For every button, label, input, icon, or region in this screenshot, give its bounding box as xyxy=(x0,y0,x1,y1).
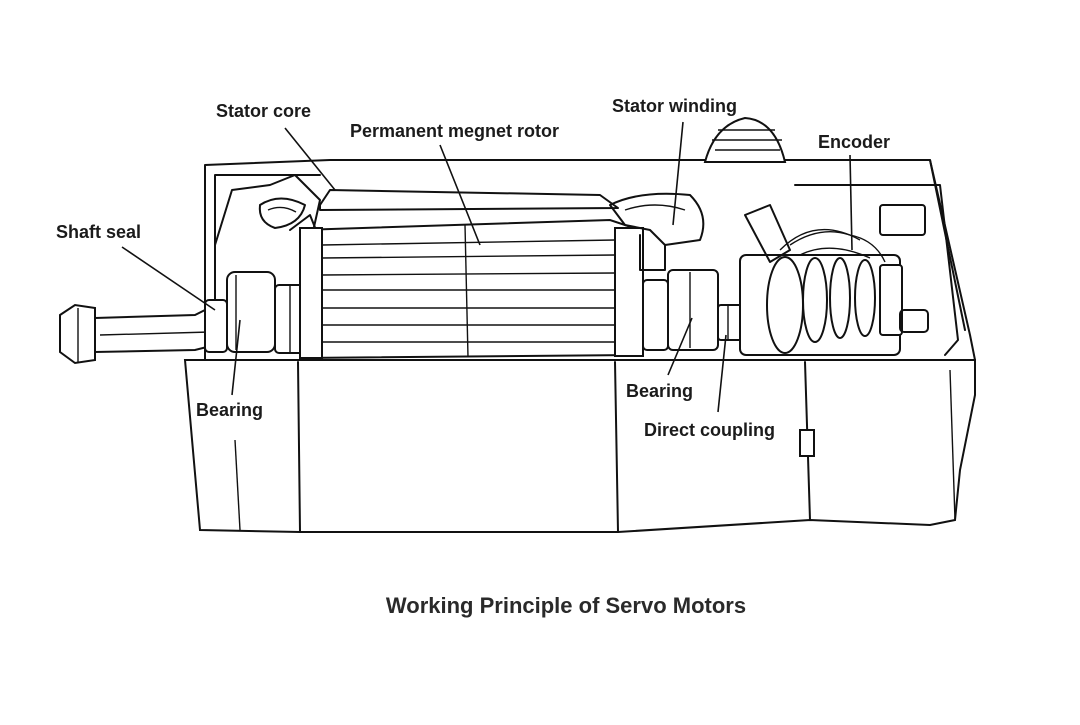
leader-lines xyxy=(121,121,853,413)
label-stator-winding: Stator winding xyxy=(612,96,737,116)
rear-bearing-assembly xyxy=(642,269,744,351)
motor-shaft xyxy=(59,303,216,365)
figure-caption: Working Principle of Servo Motors xyxy=(386,593,746,618)
label-bearing-rear: Bearing xyxy=(626,381,693,401)
label-bearing-front: Bearing xyxy=(196,400,263,420)
label-encoder: Encoder xyxy=(818,132,890,152)
label-shaft-seal: Shaft seal xyxy=(56,222,141,242)
label-stator-core: Stator core xyxy=(216,101,311,121)
encoder-assembly xyxy=(739,204,929,356)
front-bearing-assembly xyxy=(204,271,306,354)
labels: Stator core Permanent megnet rotor Stato… xyxy=(56,96,890,440)
stator-winding-coil xyxy=(609,192,705,271)
rotor-body xyxy=(299,189,644,360)
label-direct-coupling: Direct coupling xyxy=(644,420,775,440)
motor-housing xyxy=(183,116,976,533)
label-permanent-magnet-rotor: Permanent megnet rotor xyxy=(350,121,559,141)
